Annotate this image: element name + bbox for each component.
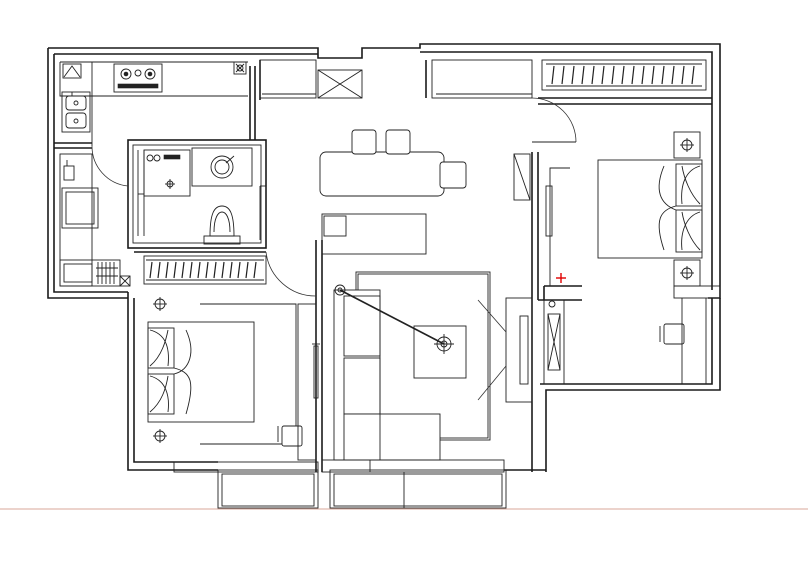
- kitchen: [59, 61, 248, 287]
- wardrobe-left-icon: [143, 255, 267, 285]
- bathroom: [137, 147, 267, 245]
- toilet-icon: [203, 205, 241, 245]
- shower-icon: [143, 149, 191, 197]
- entry-area: [259, 59, 577, 255]
- gas-stove-icon: [113, 63, 163, 93]
- bed-left: [147, 303, 297, 445]
- living-room: [321, 271, 533, 509]
- sofa-icon: [333, 289, 441, 461]
- bedroom-left: [143, 251, 320, 509]
- socket-marker-icon: [556, 273, 566, 283]
- wardrobe-right-icon: [541, 59, 707, 91]
- wash-basin-icon: [191, 147, 253, 187]
- bedroom-right: [541, 59, 721, 385]
- dining-table: [319, 129, 467, 197]
- washer-icon: [59, 259, 131, 287]
- kitchen-sink-icon: [61, 91, 91, 133]
- ceiling-light-icon: [153, 297, 167, 443]
- bed-right: [549, 159, 703, 286]
